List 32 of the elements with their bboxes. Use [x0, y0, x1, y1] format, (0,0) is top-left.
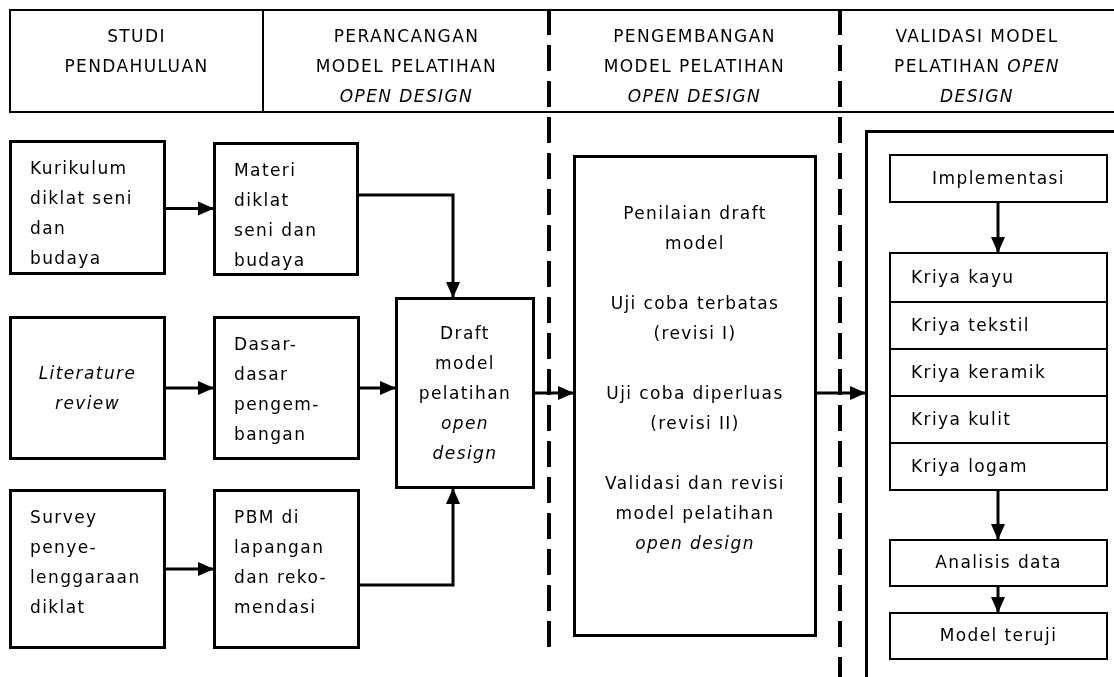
header-cell: VALIDASI MODEL PELATIHAN OPEN DESIGN [840, 9, 1114, 113]
box-text: Uji coba terbatas (revisi I) [609, 292, 781, 345]
arrow [360, 381, 396, 395]
process-box: Dasar-dasar pengem- bangan [213, 316, 360, 460]
arrow [360, 488, 460, 587]
arrow [359, 193, 460, 298]
process-box: Survey penye- lenggaraan diklat [9, 489, 166, 649]
process-box: Kurikulum diklat seni dan budaya [9, 140, 166, 275]
process-box: Analisis data [889, 539, 1108, 587]
arrow [535, 386, 574, 400]
list-box [889, 252, 1108, 491]
arrow [166, 562, 214, 576]
arrow [991, 587, 1005, 613]
box-text: Penilaian draft model [622, 202, 768, 255]
arrow [991, 491, 1005, 540]
process-box: Literature review [9, 316, 166, 460]
arrow [166, 201, 214, 216]
arrow [166, 381, 214, 395]
process-box: Draft model pelatihan open design [395, 297, 535, 489]
header-cell: PERANCANGAN MODEL PELATIHAN OPEN DESIGN [262, 9, 549, 113]
arrow [991, 203, 1005, 253]
process-box: Materi diklat seni dan budaya [213, 142, 359, 276]
process-box: Implementasi [889, 154, 1108, 203]
process-box: Model teruji [889, 612, 1108, 660]
process-box: PBM di lapangan dan reko- mendasi [213, 489, 360, 649]
arrow [817, 386, 866, 400]
phase-frame [865, 130, 1114, 677]
process-box [573, 155, 817, 637]
header-cell: PENGEMBANGAN MODEL PELATIHAN OPEN DESIGN [549, 9, 840, 113]
box-text: Validasi dan revisi model pelatihan open design [604, 472, 786, 555]
box-text: Uji coba diperluas (revisi II) [605, 382, 785, 435]
header-cell: STUDI PENDAHULUAN [9, 9, 262, 113]
